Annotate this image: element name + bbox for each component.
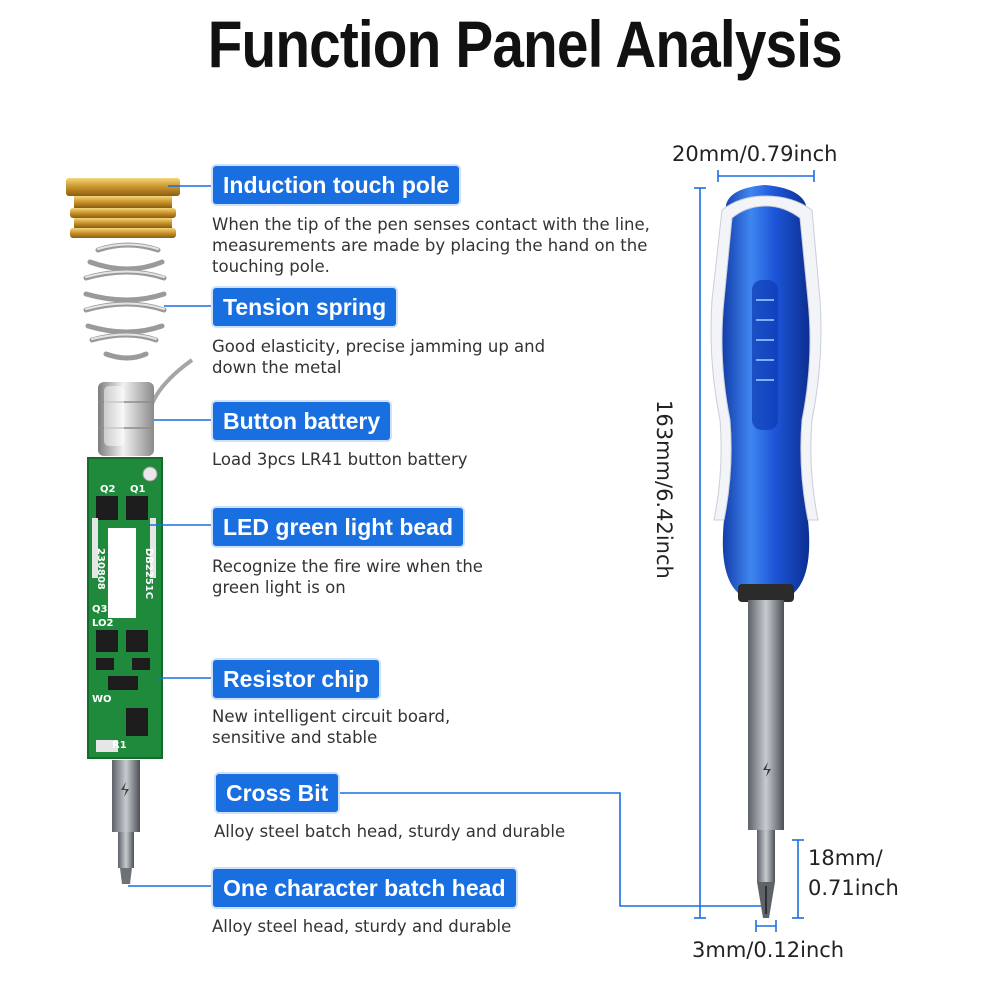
pcb-model-text: DB2251C [143,548,154,599]
pcb-q1-text: Q1 [130,484,146,495]
dimension-bit-length-1: 18mm/ [808,846,883,870]
label-induction-touch-pole: Induction touch pole [213,166,460,204]
desc-induction-touch-pole: When the tip of the pen senses contact w… [212,215,650,276]
dimension-tip-width: 3mm/0.12inch [692,938,845,962]
dimension-width: 20mm/0.79inch [672,142,838,166]
pcb-date-text: 230808 [95,548,106,590]
label-cross-bit: Cross Bit [216,774,339,812]
pcb-q3-text: Q3 [92,604,108,615]
pcb-lo2-text: LO2 [92,618,114,629]
desc-led-green-light-bead: Recognize the fire wire when the green l… [212,557,483,597]
desc-button-battery: Load 3pcs LR41 button battery [212,450,468,469]
screwdriver-image [710,185,822,918]
touch-pole-part [66,178,180,238]
label-resistor-chip: Resistor chip [213,660,379,698]
page-title: Function Panel Analysis [207,7,843,81]
dimension-length: 163mm/6.42inch [652,400,676,579]
bit-part [112,760,140,884]
label-one-character-batch-head: One character batch head [213,869,516,907]
pcb-wo-text: WO [92,694,112,705]
desc-cross-bit: Alloy steel batch head, sturdy and durab… [214,822,566,841]
label-tension-spring: Tension spring [213,288,397,326]
desc-tension-spring: Good elasticity, precise jamming up and … [212,337,546,377]
pcb-q2-text: Q2 [100,484,116,495]
label-button-battery: Button battery [213,402,391,440]
pcb-r1-text: R1 [112,740,127,751]
dimension-bit-length-2: 0.71inch [808,876,899,900]
circuit-board-part: Q2 Q1 Q3 LO2 WO R1 230808 DB2251C [87,457,163,759]
battery-part [98,358,194,456]
desc-resistor-chip: New intelligent circuit board, sensitive… [212,707,451,747]
label-led-green-light-bead: LED green light bead [213,508,464,546]
desc-one-character-batch-head: Alloy steel head, sturdy and durable [212,917,512,936]
spring-part [83,242,167,361]
